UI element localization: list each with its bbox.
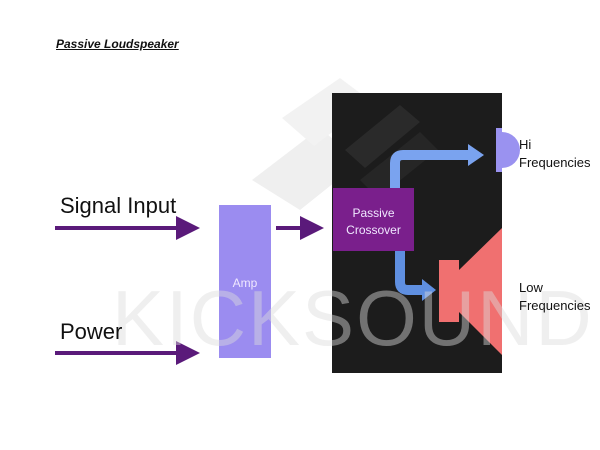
watermark-logo-shape	[345, 105, 420, 168]
low-frequency-arrow	[395, 251, 424, 295]
amp-block	[219, 205, 271, 358]
tweeter-dome	[502, 132, 520, 168]
hi-label-line1: Hi	[519, 137, 532, 152]
watermark-text: KICKSOUND	[112, 274, 594, 362]
hi-frequency-arrowhead	[468, 144, 484, 166]
hi-frequencies-label: Hi Frequencies	[519, 136, 591, 172]
crossover-label: Passive Crossover	[333, 205, 414, 239]
tweeter-body	[496, 128, 502, 172]
signal-input-label: Signal Input	[60, 193, 177, 218]
woofer-magnet	[439, 260, 459, 322]
crossover-label-line1: Passive	[352, 206, 395, 220]
page-title: Passive Loudspeaker	[56, 37, 179, 51]
hi-frequency-arrow	[390, 150, 470, 188]
low-label-line1: Low	[519, 280, 543, 295]
low-label-line2: Frequencies	[519, 298, 591, 313]
low-frequencies-label: Low Frequencies	[519, 279, 591, 315]
amp-label: Amp	[232, 276, 258, 290]
power-label: Power	[60, 319, 123, 344]
crossover-label-line2: Crossover	[346, 223, 401, 237]
crossover-block	[333, 188, 414, 251]
low-frequency-arrowhead	[422, 279, 436, 301]
hi-label-line2: Frequencies	[519, 155, 591, 170]
woofer-cone	[459, 228, 502, 355]
